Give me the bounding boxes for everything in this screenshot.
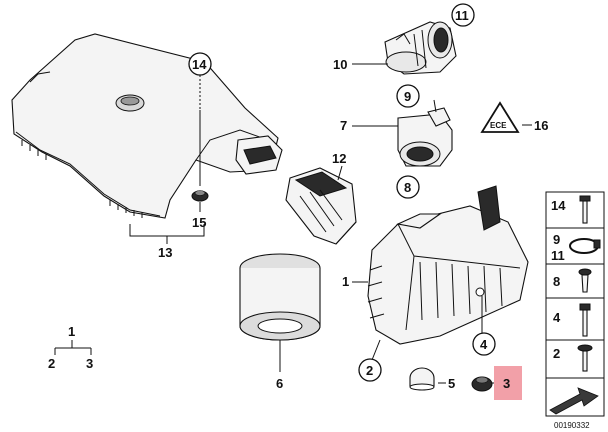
callout-4-group: 4: [472, 296, 496, 356]
callout-6: 6: [276, 376, 283, 391]
callout-14: 14: [192, 57, 207, 72]
legend-tree-top: 1: [68, 324, 75, 339]
highlight-box: [494, 366, 522, 400]
air-cleaner-housing: [367, 185, 529, 361]
callout-3-highlight: 3: [494, 366, 522, 400]
screw-2-icon: [577, 344, 593, 372]
legend-tree: 1 2 3: [48, 324, 93, 371]
engine-cover: [11, 33, 283, 219]
legend-tree-right: 3: [86, 356, 93, 371]
intake-snorkel: [285, 167, 357, 245]
warning-symbol-text: ECE: [490, 121, 507, 130]
callout-11-group: 11: [451, 3, 475, 27]
callout-7: 7: [340, 118, 347, 133]
callout-12-group: 12: [332, 151, 346, 181]
callout-14-group: 14: [188, 52, 212, 186]
callout-15: 15: [192, 215, 206, 230]
callout-11: 11: [455, 8, 469, 23]
callout-2: 2: [366, 363, 373, 378]
warning-triangle: ECE 16: [480, 101, 548, 133]
grommet-3: [471, 376, 502, 392]
drawing-number: 00190332: [554, 421, 590, 430]
table-row-4: 4: [553, 310, 561, 325]
callout-9-group: 9: [396, 84, 420, 108]
callout-4: 4: [480, 337, 488, 352]
callout-5: 5: [448, 376, 455, 391]
air-mass-meter: [397, 99, 453, 167]
direction-arrow-icon: [549, 387, 599, 415]
legend-tree-left: 2: [48, 356, 55, 371]
rubber-cap-5: 5: [409, 367, 455, 391]
callout-9: 9: [404, 89, 411, 104]
callout-8: 8: [404, 180, 411, 195]
table-row-14: 14: [551, 198, 566, 213]
callout-10-group: 10: [333, 57, 388, 72]
screw-8-icon: [578, 268, 592, 293]
callout-8-group: 8: [396, 175, 420, 199]
intake-boot: [384, 21, 457, 75]
table-row-9: 9: [553, 232, 560, 247]
callout-7-group: 7: [340, 118, 398, 133]
grommet-15: 15: [191, 190, 209, 230]
drawing-number-panel: 00190332: [545, 377, 605, 430]
callout-2-group: 2: [358, 358, 382, 382]
callout-13: 13: [158, 245, 172, 260]
table-row-11: 11: [551, 248, 565, 263]
callout-16: 16: [534, 118, 548, 133]
table-row-8: 8: [553, 274, 560, 289]
callout-10: 10: [333, 57, 347, 72]
hardware-table: 14 9 11 8 4 2: [545, 191, 605, 379]
table-row-2: 2: [553, 346, 560, 361]
callout-12: 12: [332, 151, 346, 166]
screw-14-icon: [579, 195, 591, 224]
air-filter-element: 6: [239, 253, 321, 391]
bracket-13: 13: [129, 224, 205, 260]
callout-1-group: 1: [342, 274, 368, 289]
callout-3: 3: [503, 376, 510, 391]
hose-clamp-icon: [569, 238, 601, 254]
callout-1: 1: [342, 274, 349, 289]
bolt-4-icon: [579, 303, 591, 337]
